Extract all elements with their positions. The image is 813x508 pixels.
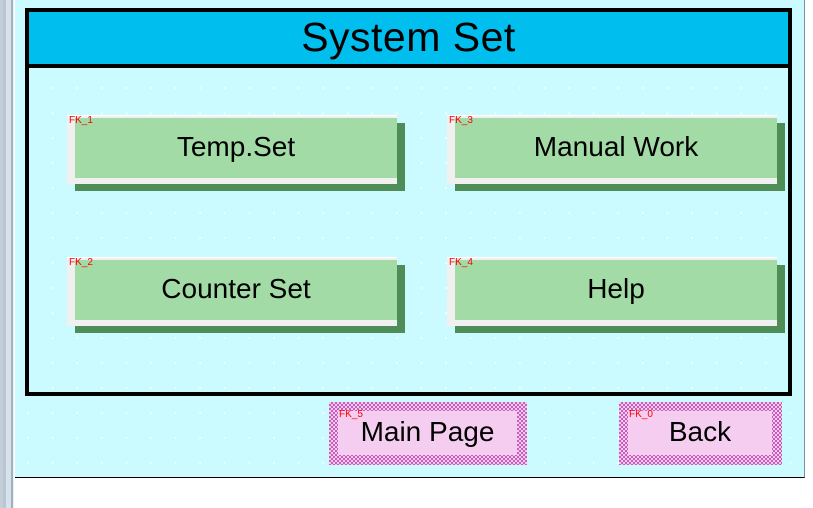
function-key-label: Counter Set	[161, 273, 311, 304]
page-title: System Set	[301, 13, 516, 60]
hmi-screen-panel: System Set Temp.Set FK_1 Manual Work FK_…	[25, 8, 792, 396]
nav-key-main-page[interactable]: Main Page FK_5	[329, 402, 527, 465]
nav-key-tag: FK_0	[629, 409, 653, 420]
function-key-tag: FK_3	[449, 115, 473, 126]
nav-key-back[interactable]: Back FK_0	[619, 402, 782, 465]
button-face[interactable]: Temp.Set	[75, 118, 397, 178]
button-face[interactable]: Counter Set	[75, 260, 397, 320]
function-key-label: Temp.Set	[176, 131, 296, 162]
function-key-temp-set[interactable]: Temp.Set FK_1	[67, 115, 405, 191]
function-key-label: Manual Work	[533, 131, 699, 162]
button-face[interactable]: Manual Work	[455, 118, 777, 178]
function-key-tag: FK_4	[449, 257, 473, 268]
function-key-help[interactable]: Help FK_4	[447, 257, 785, 333]
function-key-label: Help	[587, 273, 645, 304]
function-key-counter-set[interactable]: Counter Set FK_2	[67, 257, 405, 333]
window-left-gutter	[0, 0, 14, 508]
function-key-tag: FK_1	[69, 115, 93, 126]
nav-key-label: Main Page	[360, 416, 495, 447]
button-face[interactable]: Back	[628, 411, 772, 455]
button-face[interactable]: Help	[455, 260, 777, 320]
nav-key-label: Back	[668, 416, 732, 447]
button-face[interactable]: Main Page	[338, 411, 517, 455]
screen-titlebar: System Set	[29, 12, 788, 68]
function-key-manual-work[interactable]: Manual Work FK_3	[447, 115, 785, 191]
function-key-tag: FK_2	[69, 257, 93, 268]
design-canvas[interactable]: System Set Temp.Set FK_1 Manual Work FK_…	[15, 0, 805, 478]
nav-key-tag: FK_5	[339, 409, 363, 420]
